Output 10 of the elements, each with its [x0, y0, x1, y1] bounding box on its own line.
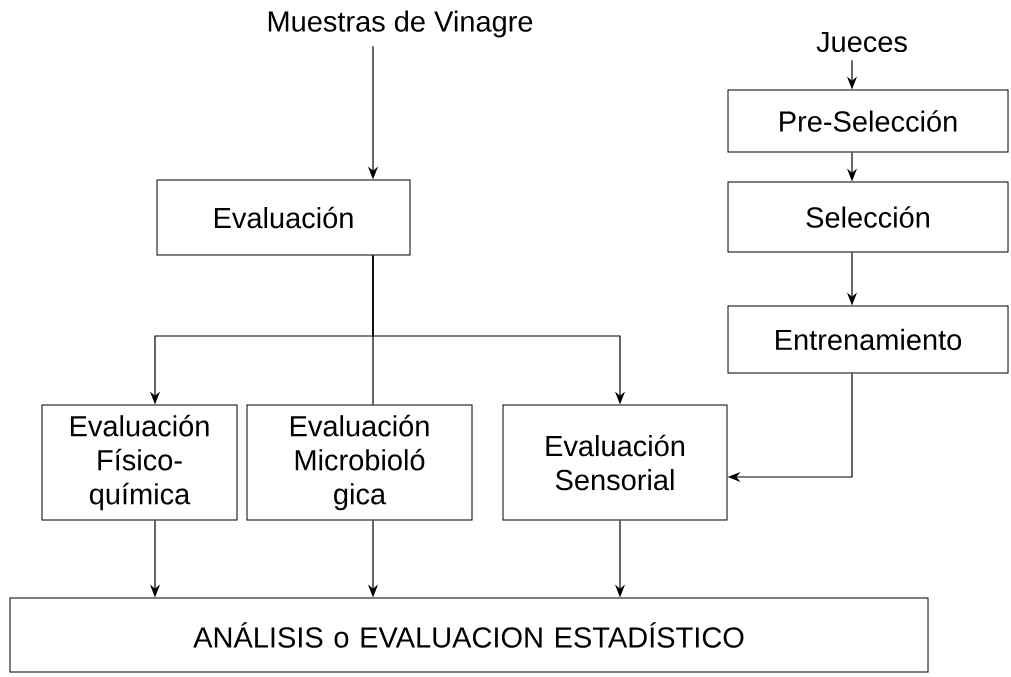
process-box: Evaluación Sensorial [502, 404, 728, 521]
input-label: Jueces [816, 31, 907, 53]
process-box: ANÁLISIS o EVALUACION ESTADÍSTICO [9, 597, 929, 673]
process-box: Evaluación Microbioló gica [246, 404, 473, 521]
process-box: Pre-Selección [727, 89, 1009, 153]
process-box: Entrenamiento [727, 305, 1009, 374]
process-box: Evaluación Físico- química [41, 404, 238, 521]
process-box: Selección [727, 181, 1009, 253]
input-label: Muestras de Vinagre [268, 10, 533, 38]
process-box: Evaluación [156, 179, 411, 256]
